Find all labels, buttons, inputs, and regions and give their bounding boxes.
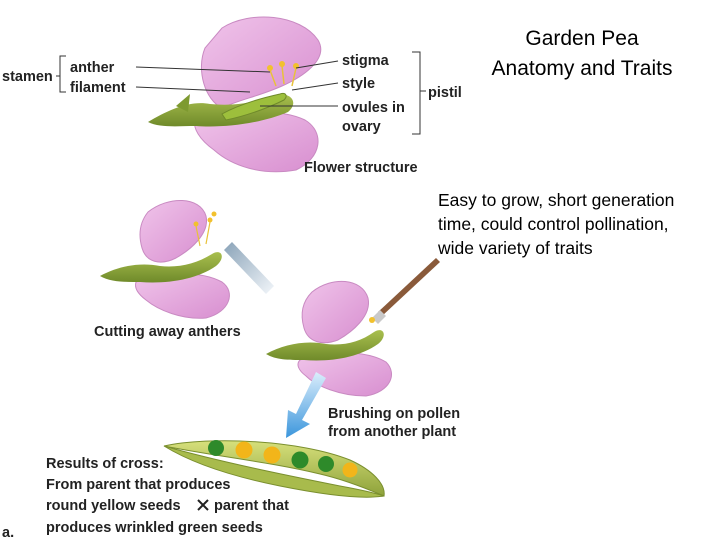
label-results-line3b: parent that (214, 498, 289, 514)
body-line-2: time, could control pollination, (438, 214, 669, 234)
label-brushing-line1: Brushing on pollen (328, 406, 460, 422)
label-flower-structure: Flower structure (304, 160, 418, 176)
label-ovules-line2: ovary (342, 119, 381, 135)
slide-title: Garden Pea Anatomy and Traits (462, 24, 702, 84)
title-line-2: Anatomy and Traits (491, 57, 673, 80)
arrow-icon (286, 372, 326, 438)
label-results-line2: From parent that produces (46, 477, 231, 493)
pea-pod-illustration (163, 440, 385, 498)
paintbrush-icon (378, 258, 440, 316)
label-brushing-line2: from another plant (328, 424, 456, 440)
label-results-line1: Results of cross: (46, 456, 164, 472)
label-cutting: Cutting away anthers (94, 324, 241, 340)
title-line-1: Garden Pea (525, 27, 639, 50)
label-anther: anther (70, 60, 115, 76)
cross-icon (197, 499, 209, 511)
label-panel: a. (2, 525, 14, 540)
label-ovules-line1: ovules in (342, 100, 405, 116)
label-pistil: pistil (428, 85, 462, 101)
flower-brushing-illustration (266, 258, 440, 397)
label-results-line3a: round yellow seeds (46, 498, 181, 514)
body-line-3: wide variety of traits (438, 238, 593, 258)
slide-body-text: Easy to grow, short generation time, cou… (438, 188, 718, 260)
scissors-icon (224, 242, 274, 294)
flower-structure-illustration (148, 16, 322, 173)
structure-leader-lines (56, 51, 426, 135)
petal-banner (201, 16, 322, 109)
label-filament: filament (70, 80, 126, 96)
pistil (221, 93, 287, 121)
flower-cutting-illustration (100, 199, 274, 319)
body-line-1: Easy to grow, short generation (438, 190, 675, 210)
label-stigma: stigma (342, 53, 390, 69)
label-results-line4: produces wrinkled green seeds (46, 520, 263, 536)
label-style: style (342, 76, 375, 92)
label-stamen: stamen (2, 69, 53, 85)
sepal-tip (176, 94, 190, 112)
